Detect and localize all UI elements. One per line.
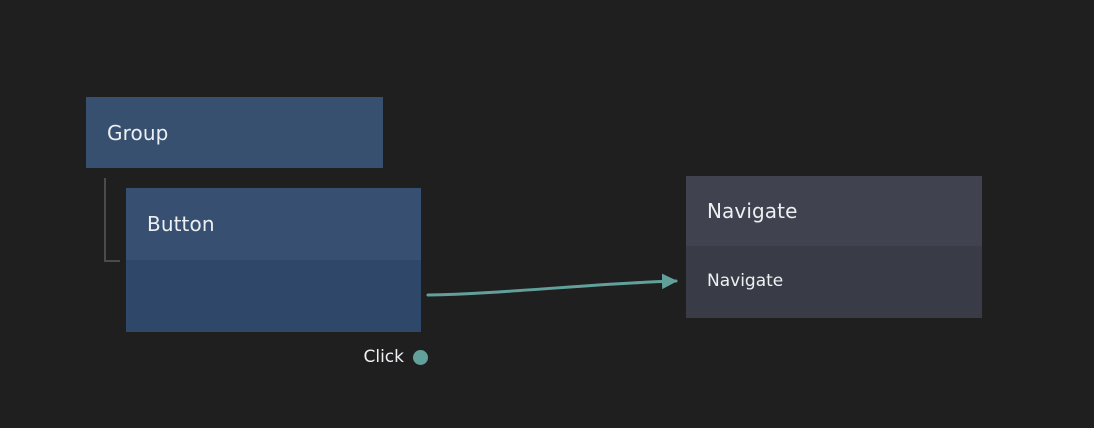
port-label-click: Click [363,347,404,367]
node-navigate-body: Navigate [686,246,982,318]
port-row-navigate[interactable]: Navigate [707,271,783,291]
output-port-dot-click[interactable] [413,349,428,365]
node-button-header[interactable]: Button [126,188,421,260]
node-navigate-title: Navigate [707,199,798,223]
node-group[interactable]: Group [86,97,383,168]
node-navigate[interactable]: Navigate Navigate [686,176,982,318]
node-button-title: Button [147,212,215,236]
node-navigate-header[interactable]: Navigate [686,176,982,246]
connection-click-to-navigate[interactable] [426,273,678,297]
node-button-body: Click [126,260,428,367]
group-child-bracket [104,178,120,262]
node-button[interactable]: Button Click [126,188,428,367]
port-row-click[interactable]: Click [363,347,428,367]
port-label-navigate: Navigate [707,271,784,291]
node-group-header[interactable]: Group [86,97,383,168]
node-group-title: Group [107,120,169,145]
